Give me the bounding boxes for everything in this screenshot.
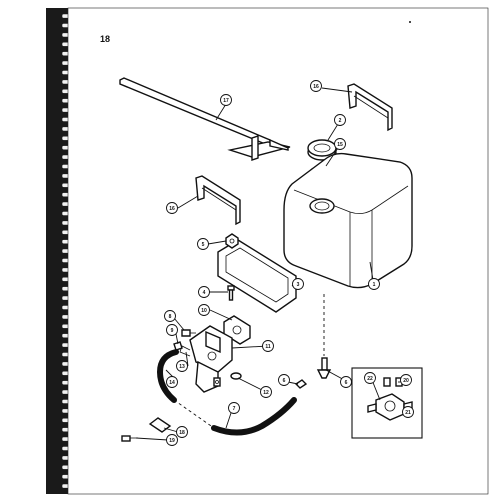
svg-text:6: 6 — [345, 380, 348, 386]
callout-4: 4 — [198, 286, 210, 298]
callout-19: 19 — [166, 434, 178, 446]
callout-21: 21 — [402, 406, 414, 418]
part-elbow — [213, 377, 221, 387]
part-bolt — [227, 285, 235, 301]
callout-1: 1 — [368, 278, 380, 290]
svg-text:4: 4 — [203, 290, 206, 296]
callout-6-hose: 6 — [278, 374, 290, 386]
callout-17: 17 — [220, 94, 232, 106]
svg-text:19: 19 — [169, 438, 175, 444]
callout-15: 15 — [334, 138, 346, 150]
callout-7: 7 — [228, 402, 240, 414]
callout-6-tank: 6 — [340, 376, 352, 388]
callout-13: 13 — [176, 360, 188, 372]
svg-text:11: 11 — [265, 344, 271, 350]
callout-11: 11 — [262, 340, 274, 352]
svg-text:1: 1 — [373, 282, 376, 288]
svg-text:6: 6 — [283, 378, 286, 384]
callout-3: 3 — [292, 278, 304, 290]
svg-text:13: 13 — [179, 364, 185, 370]
dashed-connector-hose — [173, 399, 215, 429]
callout-22: 22 — [364, 372, 376, 384]
callout-10: 10 — [198, 304, 210, 316]
svg-text:22: 22 — [367, 376, 373, 382]
svg-text:20: 20 — [403, 378, 409, 384]
callout-20: 20 — [400, 374, 412, 386]
svg-text:17: 17 — [223, 98, 229, 104]
callout-12: 12 — [260, 386, 272, 398]
callout-layer: 17 16 2 15 16 5 3 1 4 8 10 9 11 13 14 12… — [164, 80, 414, 446]
svg-text:7: 7 — [233, 406, 236, 412]
callout-18: 18 — [176, 426, 188, 438]
svg-text:12: 12 — [263, 390, 269, 396]
part-bracket-upper — [347, 83, 393, 132]
svg-text:18: 18 — [179, 430, 185, 436]
part-hose-14 — [156, 349, 179, 403]
part-strap — [119, 77, 291, 161]
callout-9: 9 — [166, 324, 178, 336]
part-fitting-8 — [181, 329, 196, 337]
callout-8: 8 — [164, 310, 176, 322]
part-carburetor — [179, 325, 233, 393]
leader-lines — [135, 87, 407, 441]
callout-14: 14 — [166, 376, 178, 388]
svg-text:16: 16 — [169, 206, 175, 212]
part-fuel-line-hose — [211, 397, 297, 436]
svg-text:8: 8 — [169, 314, 172, 320]
callout-16-lower: 16 — [166, 202, 178, 214]
part-fuel-tank — [283, 152, 413, 289]
page-speck — [409, 21, 411, 23]
svg-text:21: 21 — [405, 410, 411, 416]
page-number: 18 — [100, 34, 110, 44]
svg-text:14: 14 — [169, 380, 175, 386]
callout-5: 5 — [197, 238, 209, 250]
svg-text:9: 9 — [171, 328, 174, 334]
callout-2: 2 — [334, 114, 346, 126]
svg-text:3: 3 — [297, 282, 300, 288]
part-nut — [225, 233, 239, 249]
svg-text:10: 10 — [201, 308, 207, 314]
svg-text:5: 5 — [202, 242, 205, 248]
part-bracket-lower — [195, 175, 241, 226]
svg-text:2: 2 — [339, 118, 342, 124]
part-clamp-12 — [230, 372, 242, 380]
callout-16-upper: 16 — [310, 80, 322, 92]
part-fitting-6 — [294, 379, 308, 389]
svg-text:16: 16 — [313, 84, 319, 90]
svg-text:15: 15 — [337, 142, 343, 148]
